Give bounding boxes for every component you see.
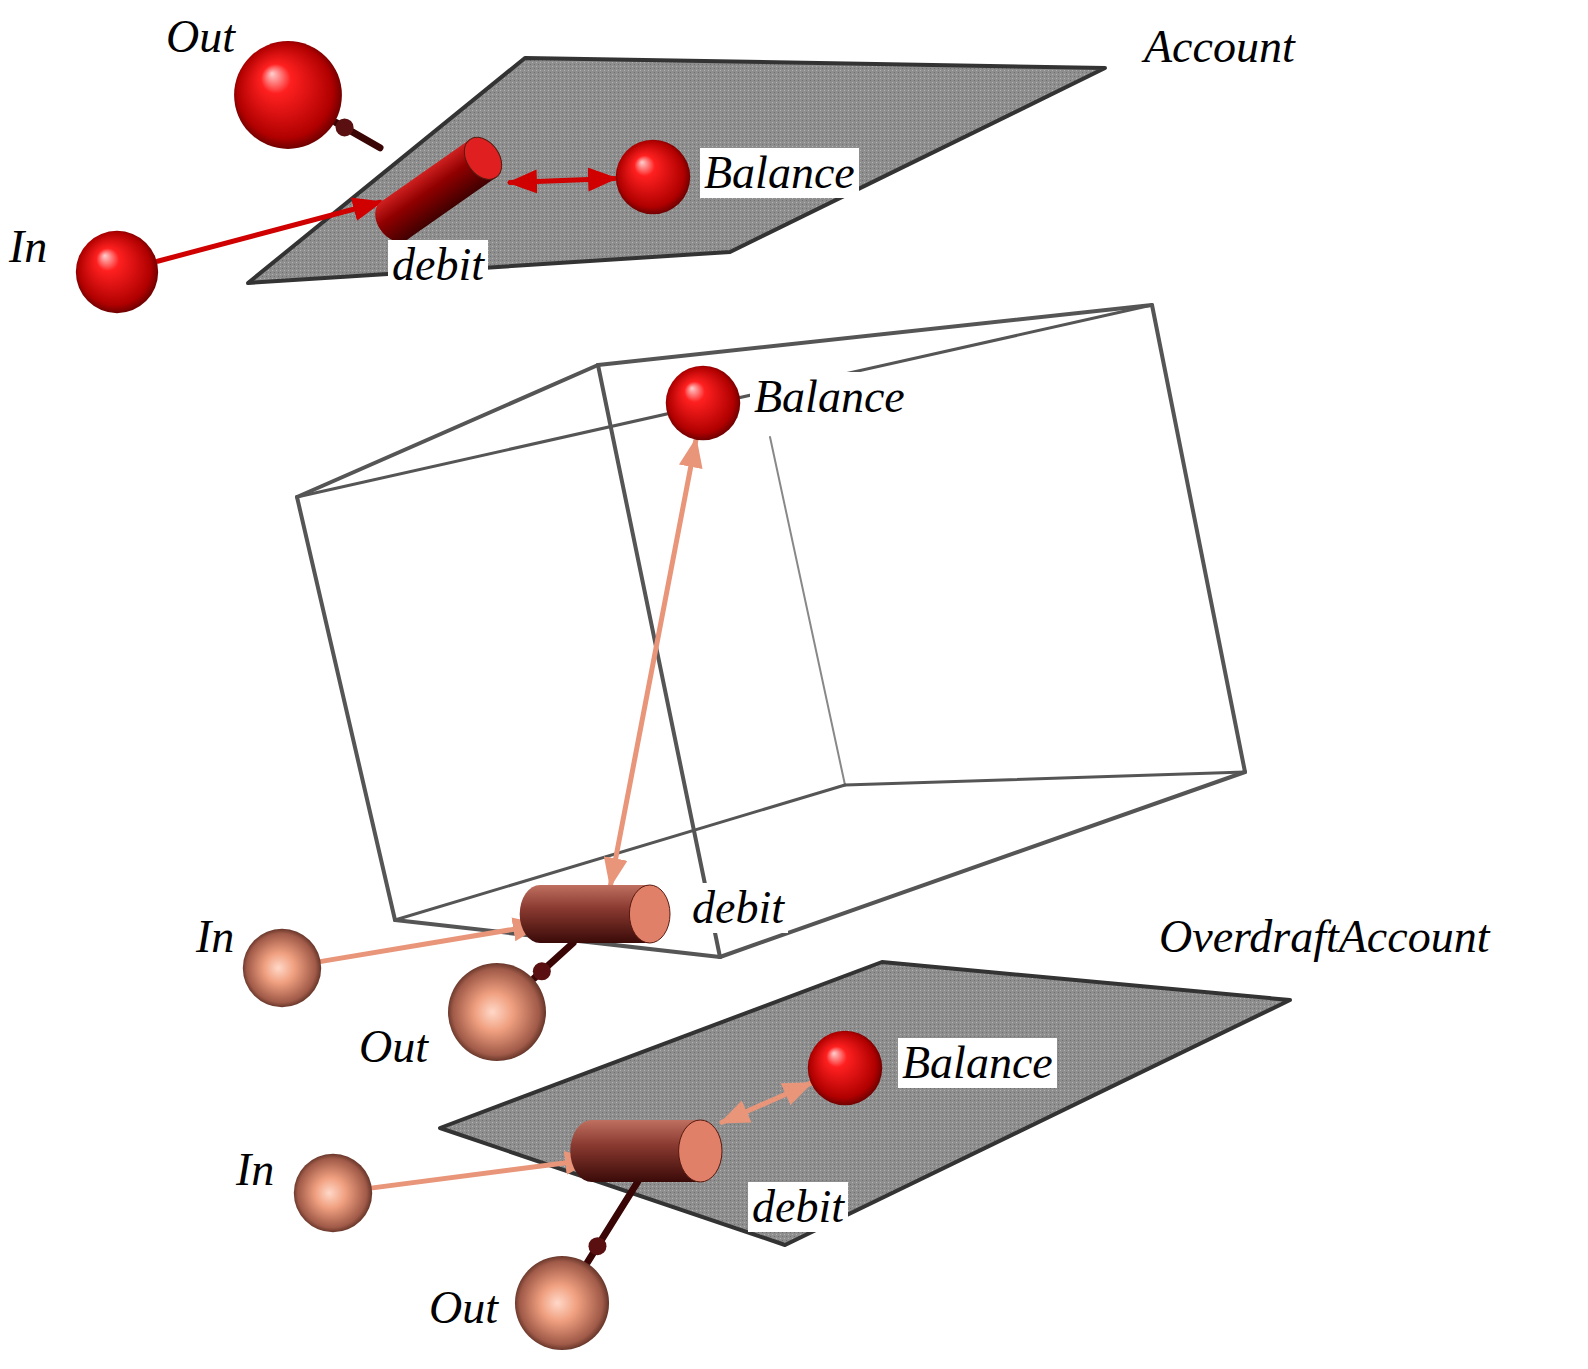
- sphere-body: [808, 1031, 882, 1105]
- method-cylinder: debit: [540, 885, 670, 943]
- port-sphere: Out: [514, 1255, 610, 1351]
- connector-line: [336, 122, 380, 147]
- sphere-shape: [447, 962, 547, 1062]
- port-sphere: Balance: [807, 1030, 883, 1106]
- plane-outline: [440, 962, 1290, 1245]
- flow-arrow: [321, 925, 540, 962]
- class-name: Account: [1140, 22, 1299, 72]
- port-sphere: Out: [233, 40, 343, 150]
- cylinder-group: [520, 885, 670, 943]
- cylinder-group: [570, 1120, 722, 1182]
- sphere-shape: [233, 40, 343, 150]
- member-label: In: [192, 912, 238, 962]
- port-sphere: In: [293, 1153, 373, 1233]
- class-name: OverdraftAccount: [1155, 912, 1493, 962]
- connector-line: [611, 440, 696, 885]
- connector-line: [321, 925, 540, 962]
- method-cylinder: debit: [380, 130, 510, 240]
- sphere-body: [243, 929, 321, 1007]
- output-link: [336, 118, 380, 147]
- cylinder-group: [367, 130, 509, 249]
- sphere-shape: [514, 1255, 610, 1351]
- port-sphere: In: [75, 230, 159, 314]
- class-plane: OverdraftAccount: [440, 962, 1290, 1245]
- sphere-shape: [665, 365, 741, 441]
- flow-arrow: [611, 440, 696, 885]
- cylinder-back: [570, 1120, 613, 1182]
- member-label: Balance: [700, 148, 859, 198]
- cylinder-shape: [540, 885, 670, 943]
- link-knob: [336, 118, 354, 136]
- plane-shape: [440, 962, 1290, 1245]
- method-cylinder: debit: [592, 1120, 722, 1182]
- port-sphere: In: [242, 928, 322, 1008]
- member-label: Out: [162, 12, 239, 62]
- sphere-body: [448, 963, 546, 1061]
- cylinder-shape: [380, 130, 510, 240]
- connector-line: [534, 943, 573, 978]
- sphere-body: [666, 366, 740, 440]
- sphere-body: [76, 231, 158, 313]
- member-label: debit: [388, 240, 488, 290]
- cylinder-end: [629, 885, 670, 943]
- sphere-shape: [242, 928, 322, 1008]
- cylinder-shape: [592, 1120, 722, 1182]
- sphere-shape: [75, 230, 159, 314]
- plane-outline: [248, 58, 1105, 283]
- member-label: Out: [355, 1022, 432, 1072]
- cylinder-end: [457, 130, 510, 186]
- sphere-shape: [807, 1030, 883, 1106]
- sphere-shape: [293, 1153, 373, 1233]
- port-sphere: Balance: [665, 365, 741, 441]
- link-knob: [588, 1237, 606, 1255]
- sphere-body: [294, 1154, 372, 1232]
- port-sphere: Out: [447, 962, 547, 1062]
- member-label: Balance: [750, 372, 909, 422]
- output-link: [533, 943, 573, 980]
- port-sphere: Balance: [615, 139, 691, 215]
- member-label: In: [232, 1145, 278, 1195]
- cylinder-end: [679, 1120, 722, 1182]
- sphere-body: [234, 41, 342, 149]
- sphere-body: [515, 1256, 609, 1350]
- member-label: debit: [688, 883, 788, 933]
- member-label: Balance: [898, 1038, 1057, 1088]
- member-label: debit: [748, 1182, 848, 1232]
- link-knob: [533, 962, 551, 980]
- sphere-body: [616, 140, 690, 214]
- cylinder-back: [520, 885, 561, 943]
- member-label: Out: [425, 1283, 502, 1333]
- member-label: In: [5, 222, 51, 272]
- sphere-shape: [615, 139, 691, 215]
